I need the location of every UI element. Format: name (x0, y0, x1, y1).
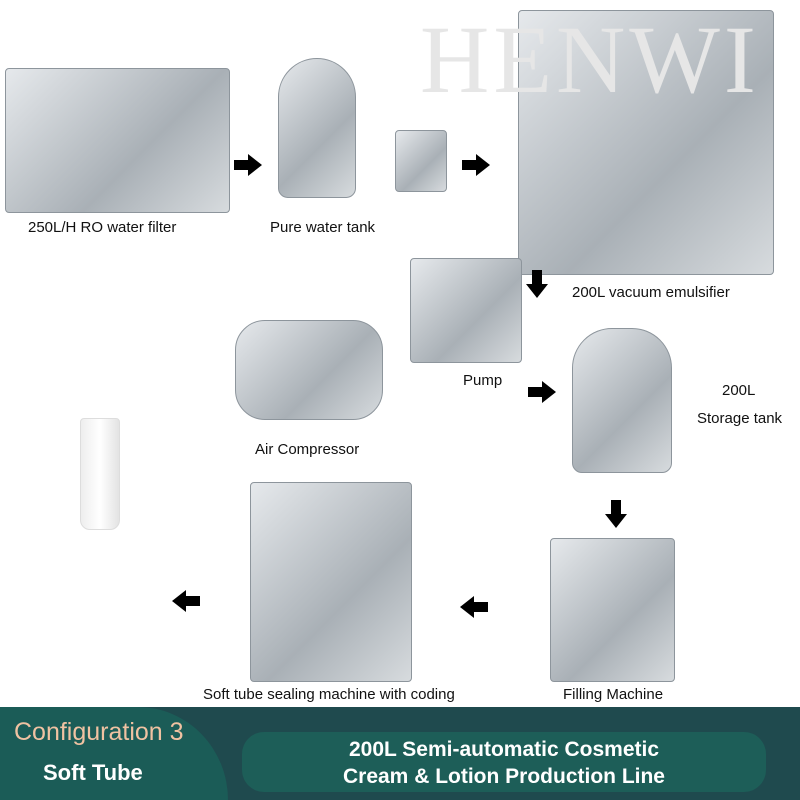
arrow-left-icon (172, 590, 200, 612)
arrow-right-icon (528, 381, 556, 403)
label-storage-tank: Storage tank (697, 410, 783, 427)
vacuum-emulsifier-image (518, 10, 774, 275)
pump-image (410, 258, 522, 363)
title-line-1: 200L Semi-automatic Cosmetic (348, 738, 660, 761)
product-type-label: Soft Tube (43, 760, 143, 785)
ro-water-filter-image (5, 68, 230, 213)
label-pure-water-tank: Pure water tank (270, 219, 376, 236)
soft-tube-image (80, 418, 120, 530)
air-compressor-image (235, 320, 383, 420)
title-line-2: Cream & Lotion Production Line (342, 765, 665, 788)
production-line-title: 200L Semi-automatic Cosmetic Cream & Lot… (242, 732, 766, 792)
arrow-down-icon (605, 500, 627, 528)
label-vacuum-emulsifier: 200L vacuum emulsifier (572, 284, 730, 301)
filling-machine-image (550, 538, 675, 682)
watermark: HENWI (420, 6, 760, 113)
label-tube-sealing-machine: Soft tube sealing machine with coding (203, 686, 455, 703)
label-storage-capacity: 200L (722, 382, 756, 399)
storage-tank-image (572, 328, 672, 473)
pure-water-tank-image (278, 58, 356, 198)
arrow-right-icon (234, 154, 262, 176)
arrow-right-icon (462, 154, 490, 176)
label-air-compressor: Air Compressor (255, 441, 360, 458)
arrow-down-icon (526, 270, 548, 298)
arrow-left-icon (460, 596, 488, 618)
label-ro-water-filter: 250L/H RO water filter (28, 219, 177, 236)
configuration-label: Configuration 3 (14, 718, 184, 746)
tube-sealing-machine-image (250, 482, 412, 682)
small-pump-unit-image (395, 130, 447, 192)
label-pump: Pump (463, 372, 503, 389)
label-filling-machine: Filling Machine (563, 686, 664, 703)
